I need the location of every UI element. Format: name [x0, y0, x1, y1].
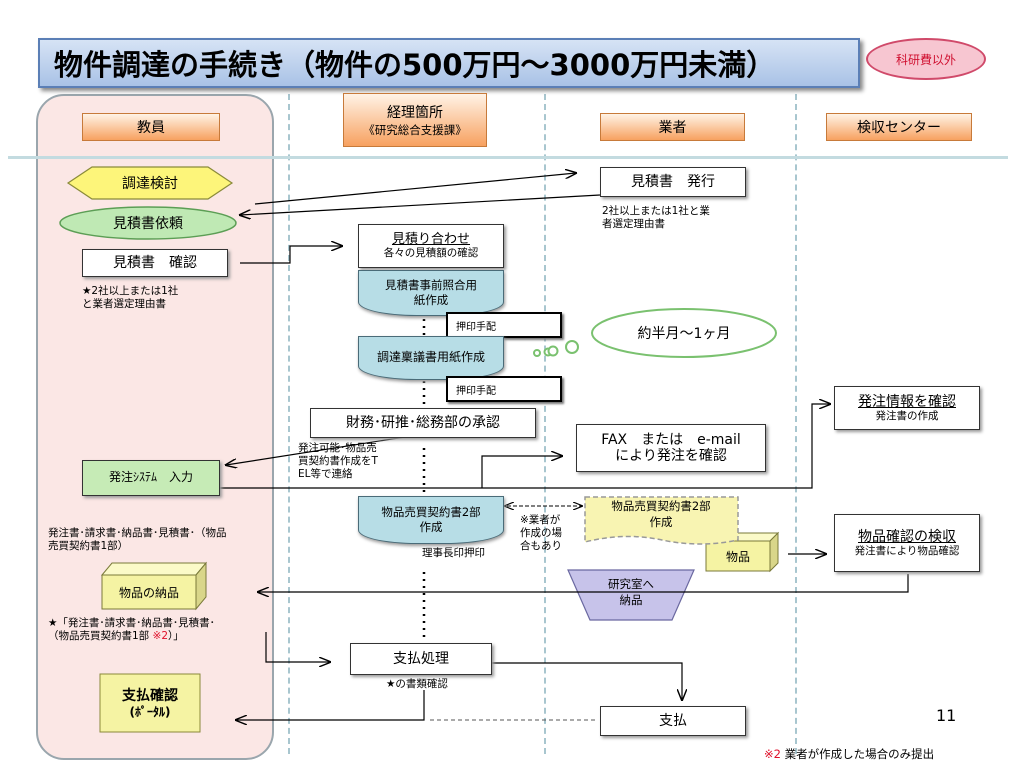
goods: 物品 — [725, 549, 750, 564]
star-docs-note-main: ★「発注書･請求書･納品書･見積書･ （物品売買契約書1部 — [48, 617, 215, 643]
lane-header-accounting: 経理箇所 《研究総合支援課》 — [343, 93, 487, 147]
page-number: 11 — [936, 706, 957, 725]
pre-check-form-doc: 見積書事前照合用 紙作成 — [358, 270, 504, 316]
goods-shape — [704, 531, 780, 573]
stamp-arrangement-2: 押印手配 — [446, 376, 562, 402]
star-docs-note-mark: ※2 — [152, 630, 169, 643]
footnote: ※2 業者が作成した場合のみ提出 — [764, 746, 1014, 762]
vendor-contract-shape — [584, 496, 739, 545]
lane-divider — [288, 94, 290, 754]
quote-compare-sub: 各々の見積額の確認 — [383, 247, 479, 260]
fax-confirm-box: FAX または e-mail により発注を確認 — [576, 424, 766, 472]
lane-divider — [544, 94, 546, 754]
order-info-box: 発注情報を確認 発注書の作成 — [834, 386, 980, 430]
approval-note: 発注可能･物品売 買契約書作成をT EL等で連絡 — [298, 442, 378, 481]
order-docs-note: 発注書･請求書･納品書･見積書･（物品 売買契約書1部） — [48, 527, 227, 553]
lane-header-accounting-line2: 《研究総合支援課》 — [363, 123, 467, 137]
procurement-review: 調達検討 — [122, 176, 178, 192]
payment-process-box: 支払処理 — [350, 643, 492, 675]
vendor-contract: 物品売買契約書2部 作成 — [611, 499, 711, 529]
payment-process-note: ★の書類確認 — [386, 678, 448, 690]
lane-header-vendor: 業者 — [600, 113, 745, 141]
president-stamp-note: 理事長印押印 — [422, 547, 485, 559]
vendor-contract-note: ※業者が 作成の場 合もあり — [520, 514, 562, 553]
lane-header-inspection: 検収センター — [826, 113, 972, 141]
order-info-sub: 発注書の作成 — [875, 410, 939, 423]
goods-inspect-title: 物品確認の検収 — [858, 528, 956, 545]
procurement-review-shape — [66, 166, 234, 200]
star-docs-note-end: ）」 — [168, 630, 184, 643]
scope-badge: 科研費以外 — [866, 38, 986, 80]
quote-compare-box: 見積り合わせ 各々の見積額の確認 — [358, 224, 504, 268]
payment-confirm-line2: (ﾎﾟｰﾀﾙ) — [129, 705, 171, 720]
quote-issue-box: 見積書 発行 — [600, 167, 746, 197]
stamp-arrangement-1: 押印手配 — [446, 312, 562, 338]
goods-delivery: 物品の納品 — [118, 585, 179, 600]
quote-confirm-note: ★2社以上または1社 と業者選定理由書 — [82, 285, 179, 311]
lane-header-faculty: 教員 — [82, 113, 220, 141]
contract-doc: 物品売買契約書2部 作成 — [358, 496, 504, 544]
duration-cloud-text: 約半月～1ヶ月 — [637, 326, 731, 342]
footnote-mark: ※2 — [764, 747, 781, 761]
payment-box: 支払 — [600, 706, 746, 736]
footnote-text: 業者が作成した場合のみ提出 — [784, 747, 935, 761]
quote-request: 見積書依頼 — [113, 216, 183, 232]
duration-cloud — [543, 308, 777, 358]
order-info-title: 発注情報を確認 — [858, 393, 956, 410]
proposal-form-doc: 調達稟議書用紙作成 — [358, 336, 504, 380]
lane-divider — [795, 94, 797, 754]
page-title: 物件調達の手続き（物件の500万円～3000万円未満） — [38, 38, 860, 88]
approval-box: 財務･研推･総務部の承認 — [310, 408, 536, 438]
quote-issue-note: 2社以上または1社と業 者選定理由書 — [602, 205, 710, 231]
faculty-lane — [36, 94, 274, 760]
lab-delivery: 研究室へ 納品 — [608, 577, 654, 608]
payment-confirm-shape — [99, 673, 201, 733]
payment-confirm-line1: 支払確認 — [122, 688, 178, 705]
star-docs-note: ★「発注書･請求書･納品書･見積書･ （物品売買契約書1部 ※2）」 — [48, 617, 288, 643]
quote-confirm-box: 見積書 確認 — [82, 249, 228, 277]
goods-inspect-box: 物品確認の検収 発注書により物品確認 — [834, 514, 980, 572]
order-system-box: 発注ｼｽﾃﾑ 入力 — [82, 460, 220, 496]
quote-compare-title: 見積り合わせ — [391, 231, 470, 247]
header-divider — [8, 156, 1008, 159]
lab-delivery-shape — [567, 569, 695, 621]
goods-inspect-sub: 発注書により物品確認 — [854, 545, 960, 558]
quote-request-shape — [59, 206, 237, 240]
lane-header-accounting-line1: 経理箇所 — [387, 105, 443, 121]
goods-delivery-shape — [100, 561, 208, 611]
payment-confirm: 支払確認 (ﾎﾟｰﾀﾙ) — [100, 680, 200, 728]
